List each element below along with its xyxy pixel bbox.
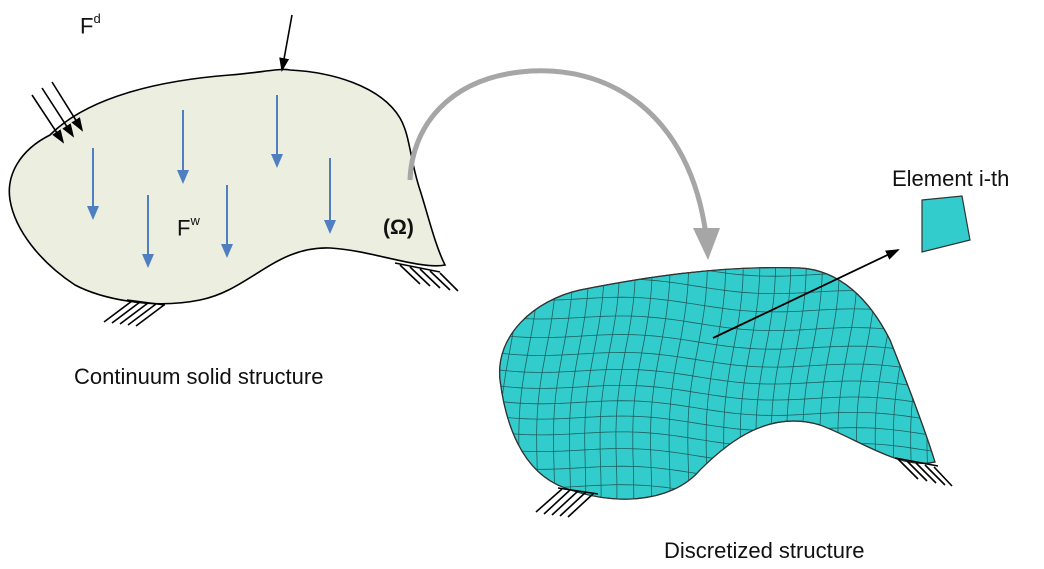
continuum-caption: Continuum solid structure <box>74 364 324 389</box>
discretization-arrowhead <box>693 228 720 260</box>
discretized-caption: Discretized structure <box>664 538 865 563</box>
mesh-line <box>668 267 690 500</box>
mesh-line <box>490 503 940 524</box>
mesh-line <box>584 267 605 500</box>
support-icon <box>894 457 953 487</box>
support-icon <box>535 487 599 518</box>
body-force-arrows <box>87 95 336 268</box>
mesh-line <box>499 399 935 422</box>
mesh-line <box>687 267 708 500</box>
distributed-force-arrow <box>31 94 65 144</box>
distributed-force-arrow <box>41 87 75 138</box>
mesh-line <box>499 296 935 319</box>
mesh-line <box>910 267 931 500</box>
element-pointer-arrow <box>712 249 900 339</box>
element-quad <box>921 195 971 253</box>
mesh-line <box>569 267 590 500</box>
domain-label: (Ω) <box>383 216 414 239</box>
distributed-force-arrow <box>51 81 84 132</box>
point-force-label: Fd <box>80 11 101 39</box>
mesh-line <box>499 384 935 407</box>
element-caption: Element i-th <box>892 166 1010 191</box>
mesh-line <box>553 267 574 500</box>
mesh-line <box>499 333 935 356</box>
point-force-arrow <box>279 14 293 72</box>
support-icon <box>103 299 166 327</box>
support-icon <box>394 262 459 292</box>
body-force-label: Fw <box>177 213 200 241</box>
mesh-line <box>499 415 935 437</box>
mesh-line <box>499 430 935 453</box>
mesh-line <box>650 267 671 500</box>
mesh-line <box>499 267 502 500</box>
discretized-mesh <box>490 267 940 524</box>
mesh-line <box>632 267 653 500</box>
mesh-line <box>499 315 935 337</box>
mesh-line <box>499 368 935 391</box>
discretization-arrow <box>407 68 709 236</box>
mesh-line <box>615 267 636 500</box>
distributed-force-arrows <box>31 81 84 144</box>
mesh-line <box>499 351 935 374</box>
